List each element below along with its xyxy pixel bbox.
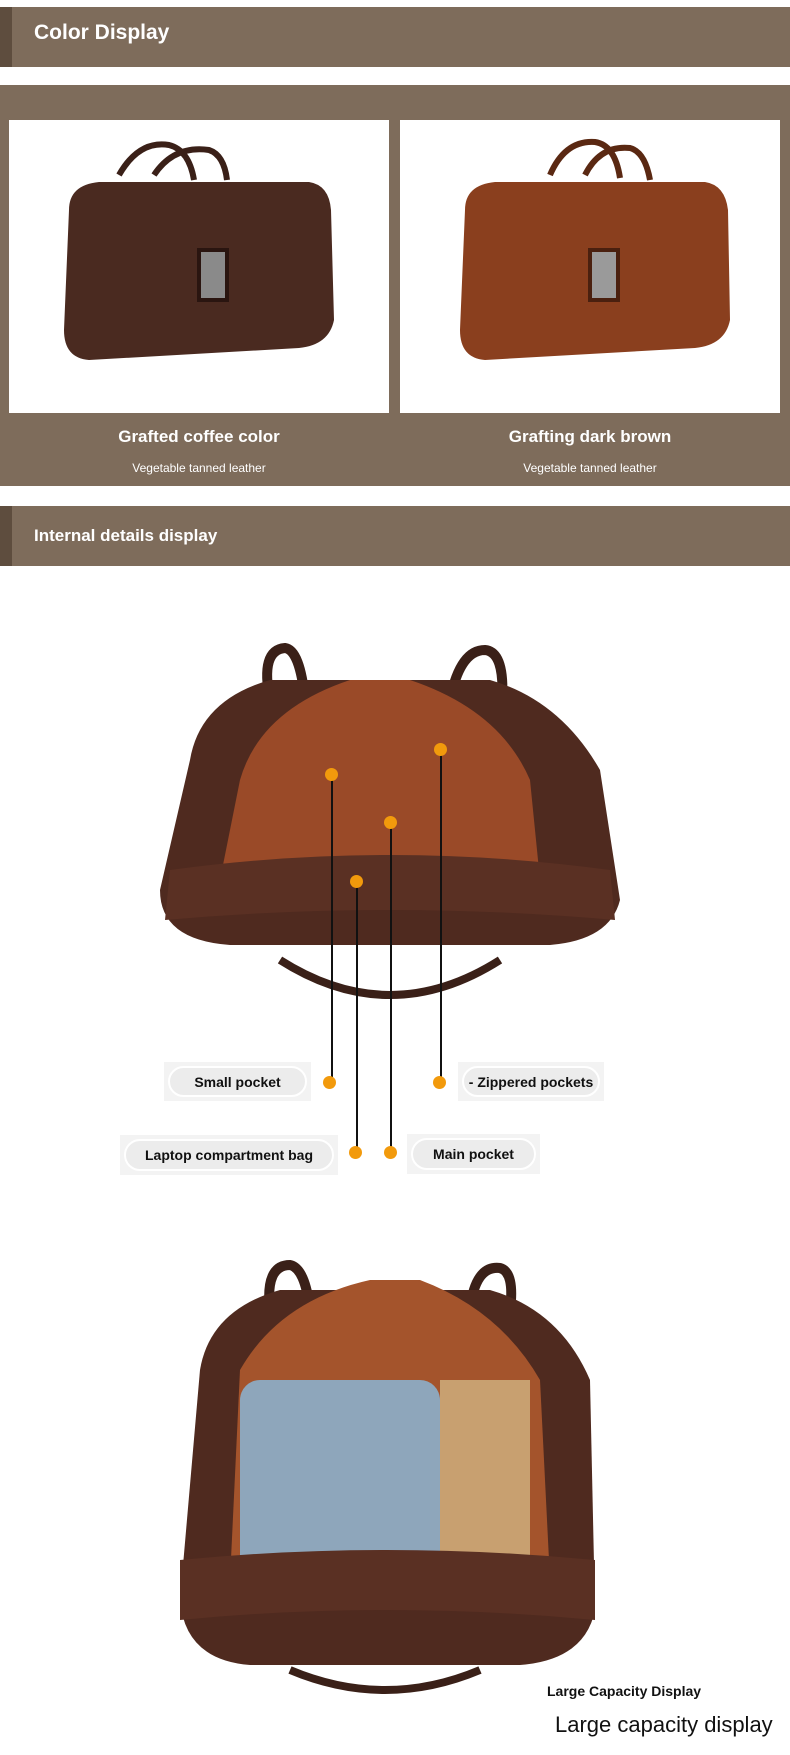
capacity-title: Large Capacity Display	[547, 1683, 702, 1699]
marker-dot	[434, 743, 447, 756]
section-title: Color Display	[34, 21, 170, 44]
callout-line-small-pocket	[331, 774, 333, 1082]
product-caption-dark-brown: Grafting dark brown Vegetable tanned lea…	[400, 427, 780, 475]
internal-details-header: Internal details display	[0, 506, 790, 566]
marker-dot	[349, 1146, 362, 1159]
callout-laptop-compartment: Laptop compartment bag	[120, 1135, 338, 1175]
marker-dot	[323, 1076, 336, 1089]
callout-main-pocket: Main pocket	[407, 1134, 540, 1174]
product-name: Grafting dark brown	[508, 427, 672, 446]
marker-dot	[350, 875, 363, 888]
section-title: Internal details display	[34, 526, 218, 545]
marker-dot	[384, 1146, 397, 1159]
product-caption-coffee: Grafted coffee color Vegetable tanned le…	[9, 427, 389, 475]
marker-dot	[384, 816, 397, 829]
callout-line-main	[390, 822, 392, 1153]
capacity-subtitle: Large capacity display	[555, 1712, 773, 1737]
callout-zippered-pockets: - Zippered pockets	[458, 1062, 604, 1101]
product-material: Vegetable tanned leather	[132, 461, 266, 475]
callout-line-laptop	[356, 881, 358, 1153]
marker-dot	[325, 768, 338, 781]
product-image-dark-brown	[400, 120, 780, 413]
product-image-coffee	[9, 120, 389, 413]
bag-capacity-image	[180, 1260, 595, 1694]
marker-dot	[433, 1076, 446, 1089]
product-name: Grafted coffee color	[118, 427, 280, 446]
color-display-header: Color Display	[0, 7, 790, 67]
callout-small-pocket: Small pocket	[164, 1062, 311, 1101]
product-material: Vegetable tanned leather	[523, 461, 657, 475]
callout-line-zippered	[440, 749, 442, 1082]
